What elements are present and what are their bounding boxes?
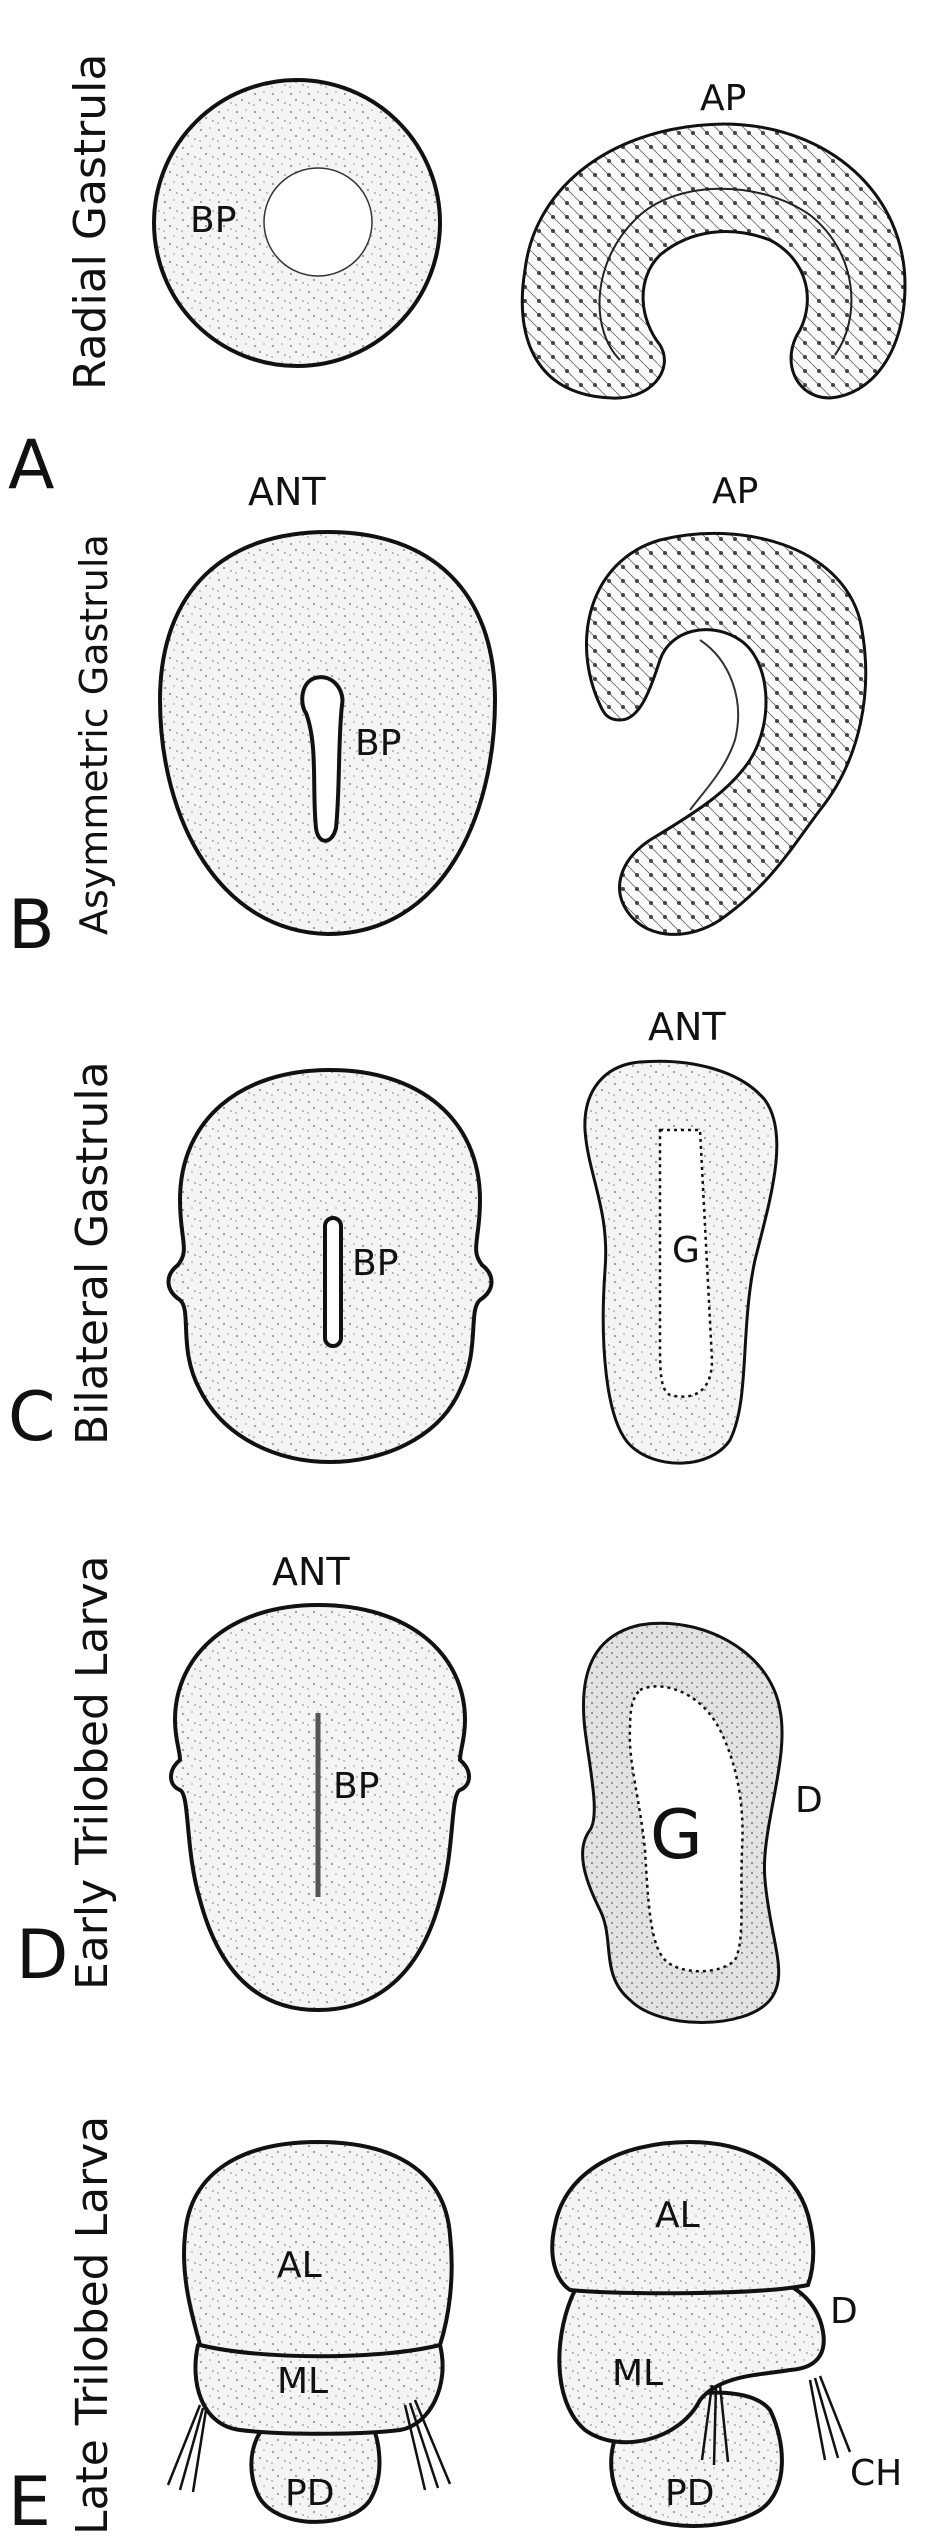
epithelium-section — [520, 122, 907, 400]
row-b-label-ant: ANT — [248, 470, 326, 514]
row-a: Radial Gastrula A BP AP — [8, 54, 907, 505]
archenteron-cells — [689, 639, 740, 811]
radial-gastrula-view: BP — [152, 78, 442, 368]
row-d-title: Early Trilobed Larva — [67, 1556, 118, 1990]
row-e-right-label-ch: CH — [850, 2453, 902, 2494]
early-trilobed-larva-side-view: G D — [581, 1621, 823, 2024]
mid-chaetae — [700, 2384, 730, 2466]
row-c-title: Bilateral Gastrula — [67, 1061, 118, 1445]
row-e-letter: E — [8, 2463, 51, 2542]
row-e-left-label-pd: PD — [285, 2473, 334, 2514]
row-d-label-bp: BP — [333, 1766, 379, 1807]
row-d-letter: D — [16, 1916, 68, 1995]
anterior-lobe — [182, 2139, 454, 2359]
row-d: Early Trilobed Larva D ANT BP G D — [16, 1550, 823, 2024]
blastopore-opening — [263, 167, 373, 277]
row-d-label-g: G — [650, 1796, 703, 1875]
inner-cell-layer — [598, 187, 853, 361]
blastopore-slit — [300, 675, 345, 843]
early-trilobed-larva-view: ANT BP — [169, 1550, 471, 2013]
row-e-left-label-al: AL — [277, 2245, 322, 2286]
row-b-label-ap: AP — [712, 471, 758, 512]
gut-cavity — [658, 1128, 714, 1398]
row-e-right-label-pd: PD — [665, 2473, 714, 2514]
epithelium-section — [585, 531, 868, 936]
row-e-right-label-al: AL — [655, 2195, 700, 2236]
row-e: Late Trilobed Larva E AL ML PD — [8, 2116, 902, 2542]
row-c-label-ant: ANT — [648, 1005, 726, 1049]
row-b-letter: B — [8, 886, 55, 965]
row-b-label-bp: BP — [355, 723, 401, 764]
left-chaetae — [166, 2404, 208, 2493]
row-d-label-ant: ANT — [272, 1550, 350, 1594]
blastopore-slit — [323, 1216, 343, 1348]
bilateral-gastrula-side-view: ANT G — [583, 1005, 779, 1465]
row-c-letter: C — [8, 1378, 55, 1457]
row-b-title: Asymmetric Gastrula — [72, 534, 116, 935]
row-b: Asymmetric Gastrula B ANT BP AP — [8, 470, 868, 965]
row-c: Bilateral Gastrula C BP ANT G — [8, 1005, 779, 1465]
asymmetric-gastrula-section: AP — [585, 471, 868, 936]
posterior-chaetae — [808, 2375, 852, 2461]
row-e-title: Late Trilobed Larva — [67, 2116, 118, 2535]
late-trilobed-larva-side-view: AL D ML CH PD — [550, 2139, 902, 2528]
row-a-title: Radial Gastrula — [65, 54, 116, 390]
row-c-label-g: G — [672, 1230, 700, 1271]
row-e-right-label-d: D — [830, 2291, 858, 2332]
row-a-label-bp: BP — [190, 200, 236, 241]
row-d-label-d: D — [795, 1780, 823, 1821]
row-c-label-bp: BP — [352, 1243, 398, 1284]
asymmetric-gastrula-view: ANT BP — [157, 470, 498, 937]
gut-cavity — [628, 1685, 744, 1973]
row-e-right-label-ml: ML — [612, 2353, 663, 2394]
row-a-label-ap: AP — [700, 78, 746, 119]
late-trilobed-larva-view: AL ML PD — [166, 2139, 454, 2524]
row-e-left-label-ml: ML — [277, 2361, 328, 2402]
radial-gastrula-section: AP — [520, 78, 907, 400]
anterior-lobe — [550, 2139, 816, 2296]
right-chaetae — [403, 2399, 452, 2491]
bilateral-gastrula-view: BP — [166, 1067, 494, 1465]
row-a-letter: A — [8, 426, 55, 505]
